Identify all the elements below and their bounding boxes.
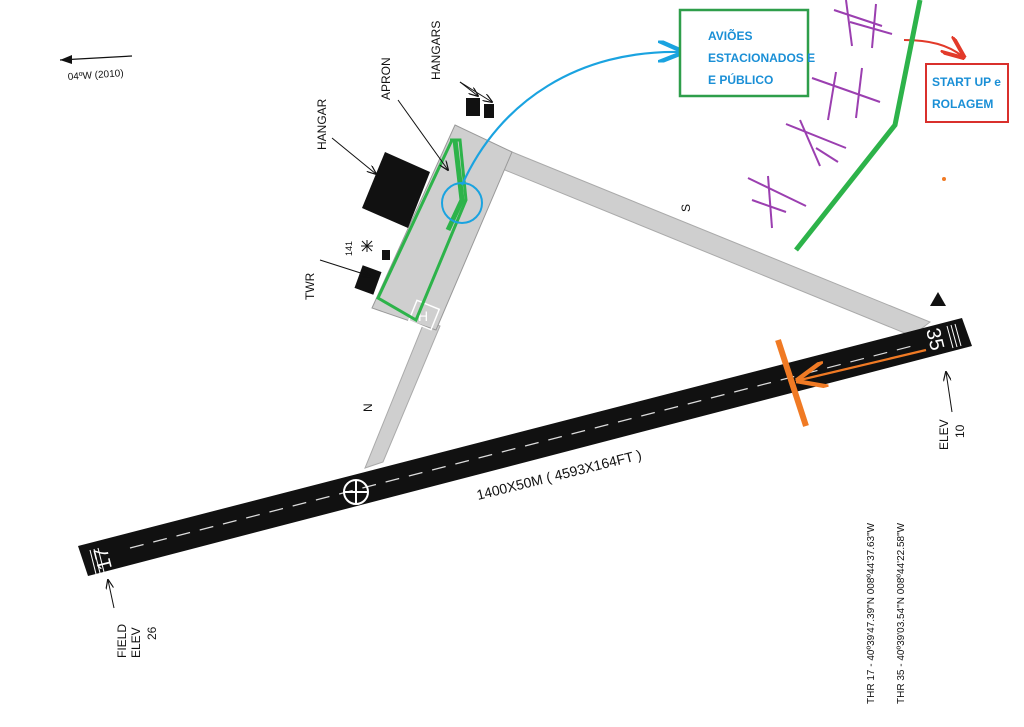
hangar-label: HANGAR [315, 98, 329, 150]
orange-dot [942, 177, 946, 181]
tower-icon [361, 240, 373, 252]
hold-line [775, 339, 809, 427]
orange-arrow [800, 348, 927, 380]
runway: 17 35 [78, 318, 972, 576]
taxiway-n-label: N [361, 403, 375, 412]
field-elev-line1: FIELD [115, 624, 129, 658]
parking-positions [747, 0, 893, 229]
taxi-route-parking [794, 0, 923, 252]
hangar-small-1 [466, 98, 480, 116]
threshold-35-coords: THR 35 - 40º39'03.54"N 008º44'22.58"W [896, 522, 907, 704]
magnetic-variation-label: 04ºW (2010) [67, 68, 124, 83]
runway-35-label: 35 [921, 326, 948, 353]
startup-line2: ROLAGEM [932, 97, 993, 111]
apron-label: APRON [379, 57, 393, 100]
hangar-building [362, 152, 430, 228]
runway-17-label: 17 [90, 545, 117, 572]
hangars-label: HANGARS [429, 21, 443, 80]
parked-line3: E PÚBLICO [708, 72, 773, 87]
threshold-triangle [930, 292, 946, 306]
twr-building-1 [354, 265, 382, 295]
startup-line1: START UP e [932, 75, 1001, 89]
parked-line1: AVIÕES [708, 28, 752, 43]
field-elev-line2: ELEV [129, 627, 143, 658]
helipad [407, 299, 441, 331]
threshold-17-coords: THR 17 - 40º39'47.39"N 008º44'37.63"W [866, 522, 877, 704]
twr-building-2 [382, 250, 390, 260]
blue-arrow [460, 52, 680, 186]
parked-aircraft-box [678, 8, 810, 98]
magnetic-variation: 04ºW (2010) [59, 55, 133, 83]
taxi-route-apron [376, 138, 468, 323]
elev-label: ELEV [937, 419, 951, 450]
tower-frequency: 141 [344, 241, 354, 256]
taxiway-s-label: S [679, 204, 693, 212]
helipad-h: H [418, 308, 428, 324]
twr-label: TWR [303, 272, 317, 300]
parked-line2: ESTACIONADOS E [708, 51, 815, 65]
field-elev-value: 26 [145, 626, 159, 640]
hangar-small-2 [484, 104, 494, 118]
elev-value: 10 [953, 424, 967, 438]
startup-box [925, 63, 1009, 123]
apron [371, 124, 513, 331]
